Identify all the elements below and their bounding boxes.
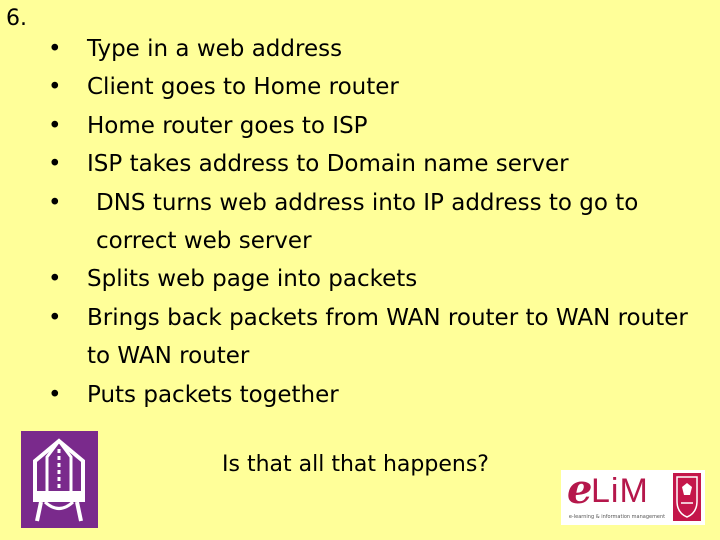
bullet-item: DNS turns web address into IP address to…	[48, 184, 716, 261]
elim-logo: e LiM e-learning & information managemen…	[561, 470, 705, 525]
elim-logo-word: LiM	[591, 472, 649, 510]
bullet-item: Home router goes to ISP	[48, 107, 716, 146]
bullet-item: ISP takes address to Domain name server	[48, 145, 716, 184]
bullet-item: Type in a web address	[48, 30, 716, 69]
bishop-mitre-icon	[21, 431, 98, 528]
bullet-item: Puts packets together	[48, 376, 716, 415]
crest-icon	[673, 473, 701, 521]
slide-number: 6.	[6, 6, 27, 31]
closing-question: Is that all that happens?	[222, 452, 489, 477]
elim-logo-e: e	[567, 466, 593, 513]
bullet-item: Brings back packets from WAN router to W…	[48, 299, 716, 376]
bullet-list: Type in a web address Client goes to Hom…	[48, 30, 716, 414]
bullet-item: Client goes to Home router	[48, 68, 716, 107]
elim-tagline: e-learning & information management	[568, 514, 666, 520]
bullet-item: Splits web page into packets	[48, 260, 716, 299]
